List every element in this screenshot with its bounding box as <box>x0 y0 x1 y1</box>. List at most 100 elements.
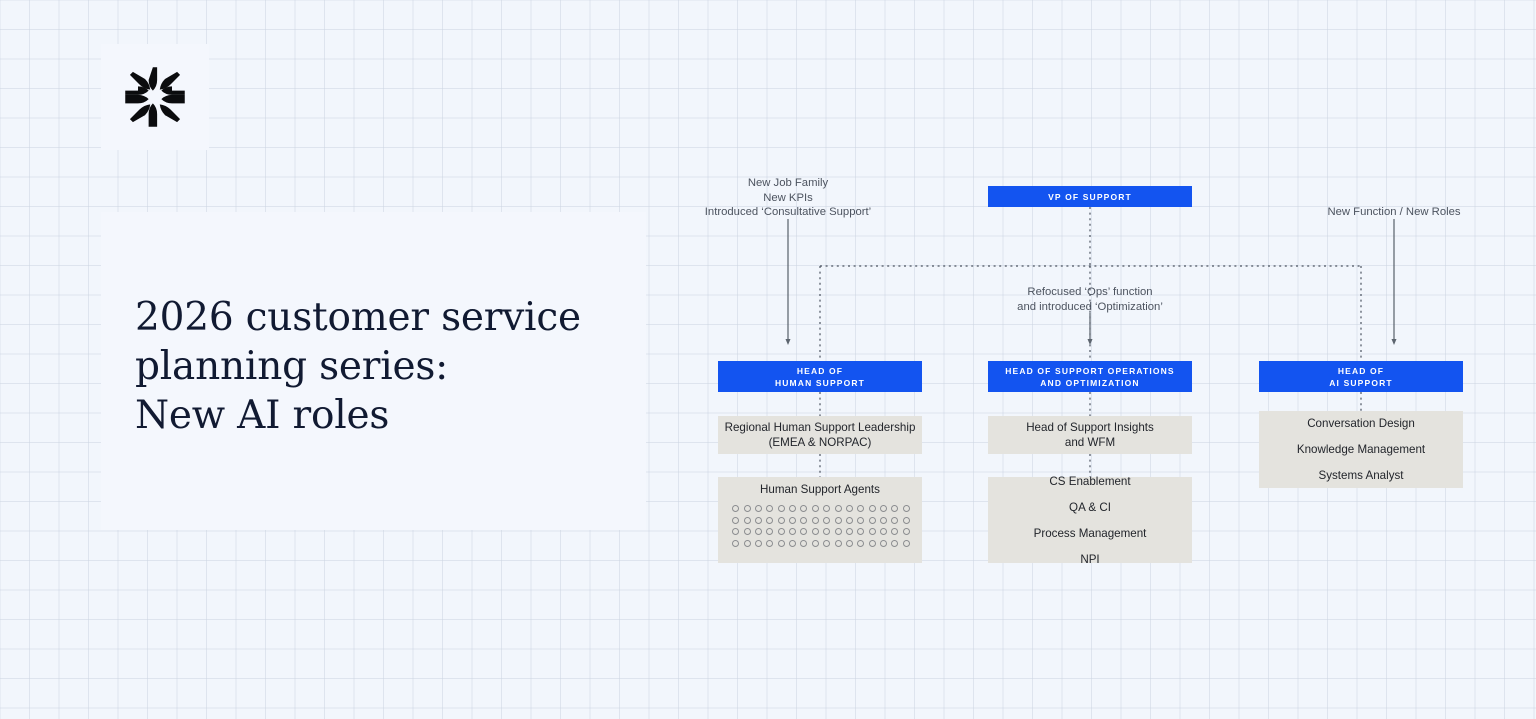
agent-dot <box>789 539 797 547</box>
node-label: VP OF SUPPORT <box>1048 191 1132 202</box>
agent-dot <box>823 539 831 547</box>
node-label-line: AND OPTIMIZATION <box>1040 377 1140 388</box>
agent-dot <box>732 516 740 524</box>
agent-dot <box>891 539 899 547</box>
node-label-line: NPI <box>1080 552 1100 566</box>
node-label-line: HEAD OF <box>1337 365 1385 376</box>
node-vp-of-support[interactable]: VP OF SUPPORT <box>988 186 1192 207</box>
agent-dot <box>754 528 762 535</box>
agent-dot <box>880 505 888 512</box>
node-label-line: Human Support Agents <box>760 483 880 496</box>
agent-dot <box>834 528 842 535</box>
agent-dot <box>777 505 785 512</box>
agent-dot <box>857 516 865 524</box>
agent-dot <box>811 528 819 535</box>
agent-dot <box>732 539 740 547</box>
agent-dot <box>823 516 831 524</box>
node-label-line: (EMEA & NORPAC) <box>768 436 872 449</box>
agent-dot <box>789 516 797 524</box>
agent-dot <box>811 539 819 547</box>
node-label-line: Process Management <box>1033 526 1147 540</box>
agent-dot <box>868 528 876 535</box>
agent-dot <box>880 516 888 524</box>
agent-dot <box>902 528 910 535</box>
node-label-line: Knowledge Management <box>1296 443 1426 456</box>
agent-dot <box>891 528 899 535</box>
agent-dot <box>800 528 808 535</box>
agent-dot <box>811 505 819 512</box>
agent-dot <box>845 516 853 524</box>
agent-dot <box>743 539 751 547</box>
title-card <box>101 212 646 530</box>
agent-dot <box>868 516 876 524</box>
node-regional-human-support-leadership[interactable]: Regional Human Support Leadership (EMEA … <box>718 416 922 454</box>
agent-dot <box>857 505 865 512</box>
agent-dot <box>743 516 751 524</box>
agent-dot <box>743 505 751 512</box>
agent-dot <box>800 539 808 547</box>
agent-dot <box>766 516 774 524</box>
node-head-of-ai-support[interactable]: HEAD OF AI SUPPORT <box>1259 361 1463 392</box>
agent-dot <box>800 516 808 524</box>
annotation-ai-support: New Function / New Roles <box>1327 206 1461 218</box>
annotation-support-operations: Refocused ‘Ops’ function and introduced … <box>1017 286 1163 313</box>
agent-dot <box>891 516 899 524</box>
agent-dot <box>754 505 762 512</box>
node-head-of-support-insights-and-wfm[interactable]: Head of Support Insights and WFM <box>988 416 1192 454</box>
node-label-line: Head of Support Insights <box>1026 421 1154 434</box>
agent-dot <box>766 539 774 547</box>
agent-dot <box>834 516 842 524</box>
agent-dot <box>880 539 888 547</box>
node-label-line: Regional Human Support Leadership <box>724 421 916 434</box>
node-head-of-support-operations-and-optimization[interactable]: HEAD OF SUPPORT OPERATIONS AND OPTIMIZAT… <box>988 361 1192 392</box>
agent-dot <box>800 505 808 512</box>
agent-dot <box>823 528 831 535</box>
agent-dot <box>902 539 910 547</box>
agent-dot <box>732 505 740 512</box>
node-head-of-human-support[interactable]: HEAD OF HUMAN SUPPORT <box>718 361 922 392</box>
agent-dot <box>754 539 762 547</box>
node-label-line: HEAD OF <box>796 365 844 376</box>
agent-dot <box>902 505 910 512</box>
agent-dot <box>868 505 876 512</box>
node-label-line: AI SUPPORT <box>1329 377 1393 388</box>
agent-dot <box>811 516 819 524</box>
agent-dot <box>891 505 899 512</box>
node-label-line: CS Enablement <box>1049 474 1131 488</box>
agent-dot <box>857 539 865 547</box>
agent-dot <box>777 516 785 524</box>
agent-dot <box>732 528 740 535</box>
agent-dot <box>845 539 853 547</box>
node-ai-support-roles[interactable]: Conversation Design Knowledge Management… <box>1259 411 1463 488</box>
node-label-line: HEAD OF SUPPORT OPERATIONS <box>1005 365 1175 376</box>
brand-logo-card <box>101 44 209 150</box>
agent-dot <box>754 516 762 524</box>
node-label-line: HUMAN SUPPORT <box>774 377 866 388</box>
node-label-line: Systems Analyst <box>1318 469 1404 482</box>
agent-dot <box>902 516 910 524</box>
agent-dot <box>834 505 842 512</box>
agent-dot <box>766 528 774 535</box>
intercom-burst-logo-icon <box>121 63 189 131</box>
agent-dot <box>857 528 865 535</box>
node-label-line: QA & CI <box>1069 500 1111 514</box>
node-label-line: Conversation Design <box>1307 417 1415 430</box>
agent-dot <box>777 528 785 535</box>
annotation-human-support: New Job Family New KPIs Introduced ‘Cons… <box>704 177 872 219</box>
human-support-agent-dots <box>730 505 912 547</box>
agent-dot <box>789 528 797 535</box>
agent-dot <box>743 528 751 535</box>
agent-dot <box>845 505 853 512</box>
agent-dot <box>880 528 888 535</box>
agent-dot <box>789 505 797 512</box>
node-ops-functions[interactable]: CS Enablement QA & CI Process Management… <box>988 474 1192 566</box>
agent-dot <box>766 505 774 512</box>
page-title: 2026 customer service planning series: N… <box>135 295 581 438</box>
agent-dot <box>868 539 876 547</box>
agent-dot <box>823 505 831 512</box>
agent-dot <box>834 539 842 547</box>
node-human-support-agents[interactable]: Human Support Agents <box>718 477 922 563</box>
agent-dot <box>845 528 853 535</box>
agent-dot <box>777 539 785 547</box>
